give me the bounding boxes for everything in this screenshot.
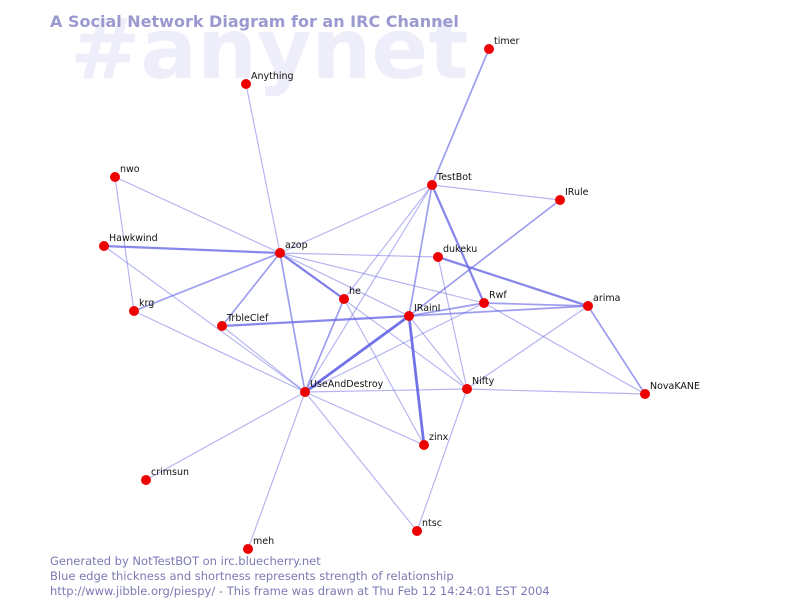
edge-azop-TestBot bbox=[279, 184, 433, 254]
node-label-meh: meh bbox=[253, 536, 274, 547]
node-label-ntsc: ntsc bbox=[422, 518, 442, 529]
node-label-he: he bbox=[349, 286, 361, 297]
edge-UseAndDestroy-meh bbox=[247, 391, 306, 550]
node-label-TrbleClef: TrbleClef bbox=[226, 313, 269, 324]
node-TestBot bbox=[427, 180, 437, 190]
edge-TrbleClef-azop bbox=[221, 252, 281, 327]
node-label-azop: azop bbox=[285, 240, 308, 251]
edge-azop-Nifty bbox=[279, 252, 468, 390]
node-he bbox=[339, 294, 349, 304]
node-azop bbox=[275, 248, 285, 258]
node-IRainI bbox=[404, 311, 414, 321]
edge-TestBot-IRainI bbox=[408, 184, 433, 317]
edge-TrbleClef-UseAndDestroy bbox=[221, 325, 306, 393]
node-Hawkwind bbox=[99, 241, 109, 251]
edge-TestBot-IRule bbox=[431, 184, 561, 201]
node-arima bbox=[583, 301, 593, 311]
node-label-Nifty: Nifty bbox=[472, 376, 495, 387]
node-Rwf bbox=[479, 298, 489, 308]
footer-generated-by: Generated by NotTestBOT on irc.bluecherr… bbox=[50, 554, 321, 568]
edge-UseAndDestroy-crimsun bbox=[145, 391, 306, 481]
edge-Nifty-UseAndDestroy bbox=[304, 388, 468, 393]
edge-TestBot-UseAndDestroy bbox=[304, 184, 433, 393]
footer-legend-note: Blue edge thickness and shortness repres… bbox=[50, 569, 454, 583]
edge-azop-UseAndDestroy bbox=[279, 252, 306, 393]
edge-krg-UseAndDestroy bbox=[133, 310, 306, 393]
node-meh bbox=[243, 544, 253, 554]
node-label-krg: krg bbox=[139, 298, 154, 309]
node-NovaKANE bbox=[640, 389, 650, 399]
edge-dukeku-arima bbox=[436, 255, 590, 308]
node-label-nwo: nwo bbox=[120, 164, 140, 175]
edge-IRule-IRainI bbox=[408, 199, 561, 317]
node-Nifty bbox=[462, 384, 472, 394]
edge-Rwf-UseAndDestroy bbox=[304, 302, 485, 393]
node-label-timer: timer bbox=[494, 36, 519, 47]
edge-Rwf-NovaKANE bbox=[483, 302, 646, 395]
edge-IRainI-zinx bbox=[407, 314, 426, 447]
node-ntsc bbox=[412, 526, 422, 536]
edge-nwo-krg bbox=[114, 176, 135, 312]
edge-azop-Rwf bbox=[279, 252, 485, 304]
edge-Nifty-NovaKANE bbox=[466, 388, 646, 395]
node-label-arima: arima bbox=[593, 293, 620, 304]
edge-TestBot-Rwf bbox=[430, 183, 486, 305]
edge-Nifty-ntsc bbox=[416, 388, 468, 532]
node-label-UseAndDestroy: UseAndDestroy bbox=[310, 379, 384, 390]
edge-Hawkwind-UseAndDestroy bbox=[103, 245, 306, 393]
edge-he-UseAndDestroy bbox=[304, 298, 345, 393]
node-label-IRainI: IRainI bbox=[414, 303, 440, 314]
node-IRule bbox=[555, 195, 565, 205]
channel-watermark: #anynet bbox=[70, 0, 469, 98]
edge-nwo-azop bbox=[114, 176, 281, 254]
edge-arima-Nifty bbox=[466, 305, 589, 390]
edge-Anything-azop bbox=[245, 83, 281, 254]
footer-url-timestamp: http://www.jibble.org/piespy/ - This fra… bbox=[50, 584, 550, 598]
edge-he-zinx bbox=[343, 298, 425, 446]
node-label-zinx: zinx bbox=[429, 432, 449, 443]
edge-arima-NovaKANE bbox=[587, 305, 646, 395]
edge-azop-dukeku bbox=[279, 252, 439, 258]
node-label-Hawkwind: Hawkwind bbox=[109, 233, 158, 244]
edge-IRainI-UseAndDestroy bbox=[303, 314, 411, 394]
node-label-dukeku: dukeku bbox=[443, 244, 477, 255]
edge-IRainI-Nifty bbox=[408, 315, 468, 390]
node-label-Anything: Anything bbox=[251, 71, 294, 82]
edge-Hawkwind-azop bbox=[102, 244, 282, 255]
edge-dukeku-Nifty bbox=[437, 256, 468, 390]
node-label-NovaKANE: NovaKANE bbox=[650, 381, 700, 392]
edges-layer bbox=[102, 48, 646, 550]
node-label-TestBot: TestBot bbox=[436, 172, 472, 183]
node-label-crimsun: crimsun bbox=[151, 467, 189, 478]
edge-TestBot-he bbox=[343, 184, 433, 300]
node-TrbleClef bbox=[217, 321, 227, 331]
node-UseAndDestroy bbox=[300, 387, 310, 397]
node-krg bbox=[129, 306, 139, 316]
node-label-IRule: IRule bbox=[565, 187, 589, 198]
edge-azop-IRainI bbox=[279, 252, 410, 317]
node-crimsun bbox=[141, 475, 151, 485]
edge-Rwf-IRainI bbox=[408, 302, 485, 317]
node-dukeku bbox=[433, 252, 443, 262]
node-zinx bbox=[419, 440, 429, 450]
diagram-title: A Social Network Diagram for an IRC Chan… bbox=[50, 12, 459, 31]
node-timer bbox=[484, 44, 494, 54]
node-Anything bbox=[241, 79, 251, 89]
edge-UseAndDestroy-zinx bbox=[304, 391, 425, 446]
edge-krg-azop bbox=[133, 252, 281, 312]
edge-Rwf-arima bbox=[483, 302, 589, 307]
node-nwo bbox=[110, 172, 120, 182]
node-label-Rwf: Rwf bbox=[489, 290, 507, 301]
edge-TrbleClef-IRainI bbox=[220, 314, 411, 328]
nodes-layer bbox=[99, 44, 650, 554]
edge-UseAndDestroy-ntsc bbox=[304, 391, 418, 532]
edge-arima-IRainI bbox=[408, 305, 589, 317]
edge-timer-TestBot bbox=[431, 48, 490, 186]
